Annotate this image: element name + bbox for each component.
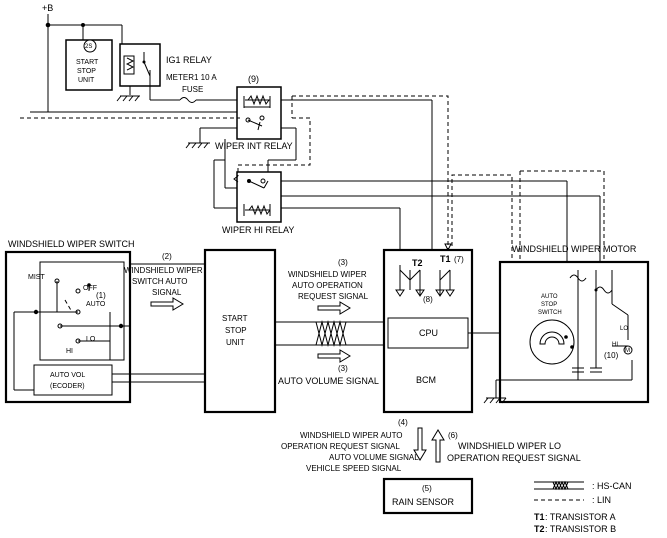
svg-text:VEHICLE SPEED SIGNAL: VEHICLE SPEED SIGNAL bbox=[306, 464, 402, 473]
wiper-motor-title: WINDSHIELD WIPER MOTOR bbox=[512, 244, 637, 254]
legend-hs-can: : HS-CAN bbox=[592, 481, 632, 491]
legend: : HS-CAN : LIN T1 : TRANSISTOR A T2 : TR… bbox=[534, 480, 632, 534]
top-wiring bbox=[20, 95, 641, 398]
svg-text:START: START bbox=[222, 314, 248, 323]
svg-text:(7): (7) bbox=[454, 255, 464, 264]
svg-text:OPERATION REQUEST SIGNAL: OPERATION REQUEST SIGNAL bbox=[447, 453, 581, 463]
svg-text:(5): (5) bbox=[422, 484, 432, 493]
svg-text:FUSE: FUSE bbox=[182, 85, 203, 94]
wiper-switch-title: WINDSHIELD WIPER SWITCH bbox=[8, 239, 135, 249]
svg-text:(3): (3) bbox=[338, 364, 348, 373]
windshield-wiper-motor: WINDSHIELD WIPER MOTOR M LO HI (10) AUTO… bbox=[483, 244, 650, 404]
svg-text:HI: HI bbox=[66, 348, 73, 355]
svg-text:HI: HI bbox=[612, 342, 618, 348]
wiper-int-relay-label: WIPER INT RELAY bbox=[215, 141, 293, 151]
svg-text:: TRANSISTOR A: : TRANSISTOR A bbox=[545, 512, 616, 522]
svg-text:T1: T1 bbox=[440, 254, 451, 264]
svg-text:(ECODER): (ECODER) bbox=[50, 383, 85, 390]
meter1-fuse: METER1 10 A FUSE bbox=[149, 73, 245, 103]
rain-sensor: (5) RAIN SENSOR bbox=[382, 477, 474, 515]
svg-text:LO: LO bbox=[86, 336, 96, 343]
svg-text:(10): (10) bbox=[604, 351, 619, 360]
wiper-hi-relay-label: WIPER HI RELAY bbox=[222, 225, 294, 235]
svg-text:MIST: MIST bbox=[28, 274, 45, 281]
svg-text:(6): (6) bbox=[448, 431, 458, 440]
supply-label: +B bbox=[42, 3, 53, 13]
rain-sensor-signals: (4) WINDSHIELD WIPER AUTO OPERATION REQU… bbox=[281, 418, 581, 473]
svg-text:WINDSHIELD WIPER: WINDSHIELD WIPER bbox=[288, 270, 367, 279]
svg-text:AUTO VOLUME SIGNAL: AUTO VOLUME SIGNAL bbox=[329, 453, 419, 462]
battery-supply: +B bbox=[42, 3, 122, 112]
marker-9: (9) bbox=[248, 74, 259, 84]
svg-text:(2): (2) bbox=[162, 252, 172, 261]
svg-text:(8): (8) bbox=[423, 295, 433, 304]
svg-text:(3): (3) bbox=[338, 258, 348, 267]
ig1-relay: IG1 RELAY bbox=[116, 25, 212, 102]
start-stop-unit-small: 2S START STOP UNIT bbox=[65, 39, 113, 91]
svg-text:: TRANSISTOR B: : TRANSISTOR B bbox=[545, 524, 616, 534]
svg-text:AUTO: AUTO bbox=[86, 301, 106, 308]
svg-text:METER1 10 A: METER1 10 A bbox=[166, 73, 217, 82]
svg-text:M: M bbox=[625, 348, 630, 354]
svg-text:STOP: STOP bbox=[225, 326, 247, 335]
svg-text:T2: T2 bbox=[412, 258, 423, 268]
svg-text:SWITCH: SWITCH bbox=[538, 310, 562, 316]
svg-text:RAIN SENSOR: RAIN SENSOR bbox=[392, 497, 455, 507]
wiper-int-relay: (9) WIPER INT RELAY bbox=[30, 74, 293, 151]
svg-text:STOP: STOP bbox=[77, 68, 96, 75]
svg-text:REQUEST SIGNAL: REQUEST SIGNAL bbox=[298, 292, 369, 301]
svg-text:OPERATION REQUEST SIGNAL: OPERATION REQUEST SIGNAL bbox=[281, 442, 400, 451]
svg-text:T1: T1 bbox=[534, 512, 545, 522]
svg-text:AUTO: AUTO bbox=[541, 294, 558, 300]
svg-text:WINDSHIELD WIPER LO: WINDSHIELD WIPER LO bbox=[458, 441, 561, 451]
svg-text:WINDSHIELD WIPER: WINDSHIELD WIPER bbox=[124, 266, 203, 275]
svg-text:STOP: STOP bbox=[541, 302, 557, 308]
svg-text:UNIT: UNIT bbox=[78, 77, 95, 84]
svg-text:OFF: OFF bbox=[83, 285, 97, 292]
svg-text:(1): (1) bbox=[96, 291, 106, 300]
ig1-relay-symbol: 2S bbox=[85, 44, 92, 50]
signal-2-switch-auto: (2) WINDSHIELD WIPER SWITCH AUTO SIGNAL bbox=[124, 252, 203, 311]
wiper-hi-relay: WIPER HI RELAY bbox=[213, 139, 294, 235]
hs-can-bus: (3) WINDSHIELD WIPER AUTO OPERATION REQU… bbox=[275, 258, 384, 386]
windshield-wiper-switch: WINDSHIELD WIPER SWITCH MIST OFF (1) AUT… bbox=[4, 239, 205, 404]
svg-text:AUTO OPERATION: AUTO OPERATION bbox=[292, 281, 363, 290]
svg-text:START: START bbox=[76, 59, 99, 66]
svg-text:(4): (4) bbox=[398, 418, 408, 427]
legend-lin: : LIN bbox=[592, 495, 611, 505]
svg-text:SWITCH AUTO: SWITCH AUTO bbox=[132, 277, 187, 286]
svg-text:SIGNAL: SIGNAL bbox=[152, 288, 182, 297]
bcm-label: BCM bbox=[416, 375, 436, 385]
start-stop-unit: START STOP UNIT bbox=[203, 248, 277, 414]
svg-text:AUTO VOLUME SIGNAL: AUTO VOLUME SIGNAL bbox=[278, 376, 379, 386]
svg-text:UNIT: UNIT bbox=[226, 338, 245, 347]
ig1-relay-label: IG1 RELAY bbox=[166, 55, 212, 65]
svg-text:AUTO VOL: AUTO VOL bbox=[50, 372, 85, 379]
svg-text:LO: LO bbox=[620, 326, 628, 332]
svg-text:T2: T2 bbox=[534, 524, 545, 534]
cpu-label: CPU bbox=[419, 328, 438, 338]
svg-text:WINDSHIELD WIPER AUTO: WINDSHIELD WIPER AUTO bbox=[300, 431, 403, 440]
bcm: T2 T1 (7) (8) CPU BCM bbox=[382, 248, 544, 414]
